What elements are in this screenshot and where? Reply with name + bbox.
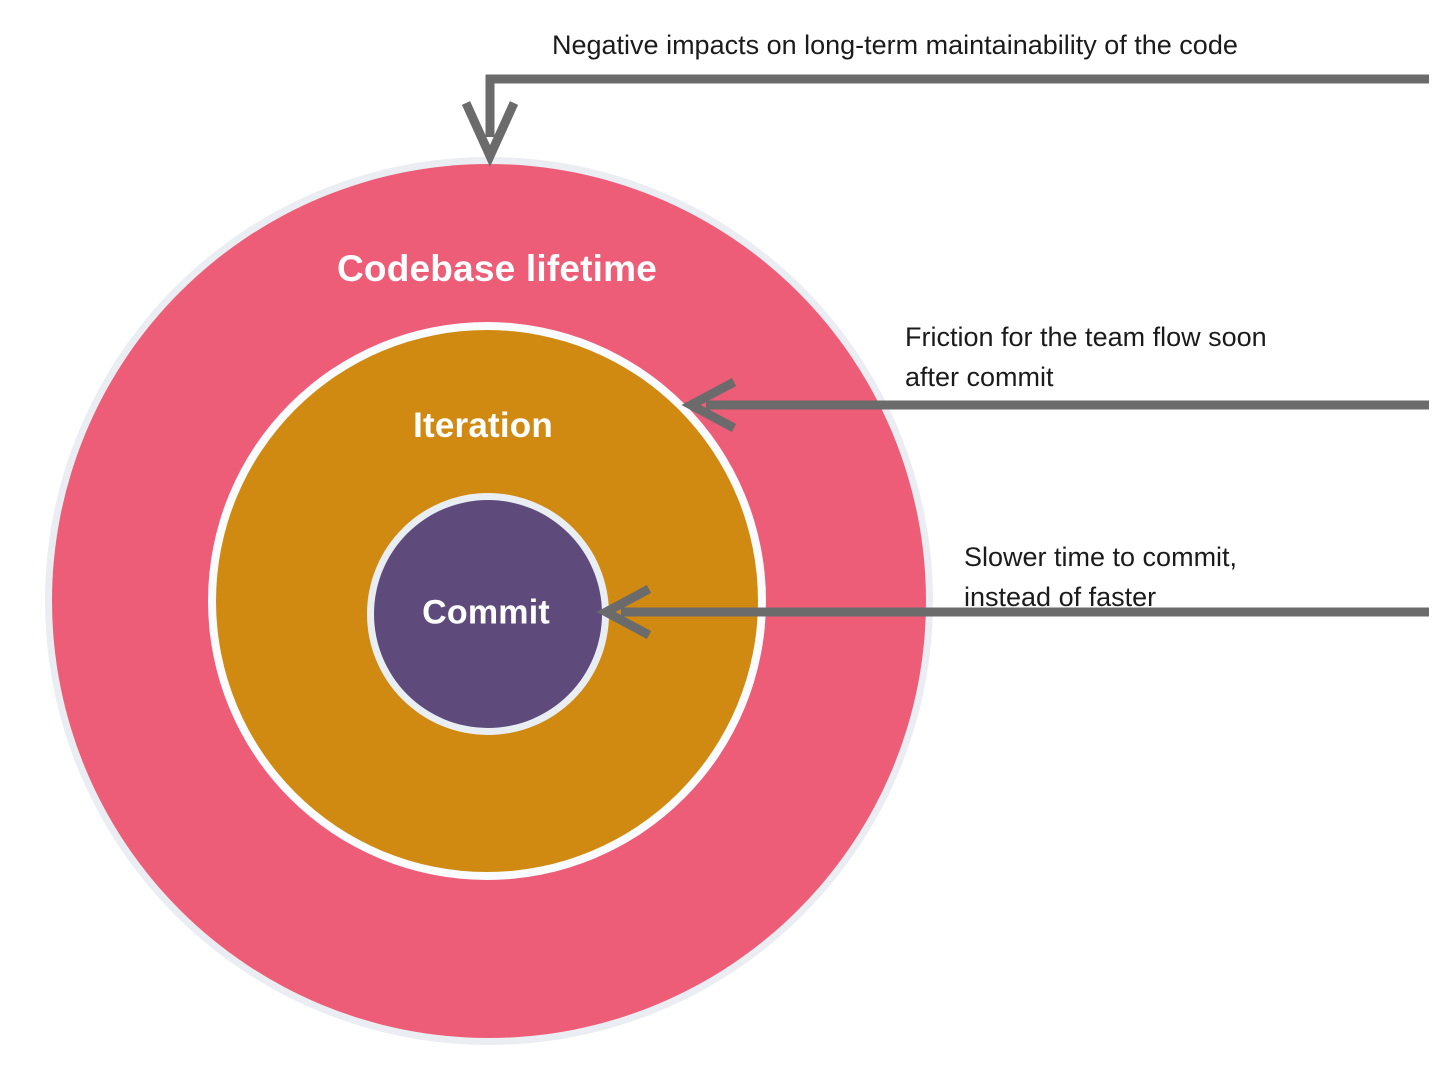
- annotation-slower: Slower time to commit, instead of faster: [964, 537, 1237, 617]
- label-iteration: Iteration: [413, 406, 553, 445]
- arrow-maintainability-shaft: [485, 74, 1429, 137]
- annotation-maintainability-line: Negative impacts on long-term maintainab…: [552, 30, 1238, 60]
- annotation-slower-line-1: Slower time to commit,: [964, 542, 1238, 572]
- annotation-friction: Friction for the team flow soon after co…: [905, 317, 1267, 397]
- label-commit: Commit: [422, 593, 550, 632]
- arrow-slower-head-icon: [596, 585, 652, 639]
- annotation-friction-line-1: Friction for the team flow soon: [905, 322, 1267, 352]
- arrow-maintainability: [461, 74, 1429, 167]
- inner-circle-commit: [374, 500, 602, 728]
- arrow-friction: [681, 378, 1429, 432]
- arrow-friction-head-icon: [681, 378, 737, 432]
- arrow-maintainability-head-icon: [461, 101, 519, 167]
- annotation-friction-line-2: after commit: [905, 362, 1054, 392]
- label-codebase-lifetime: Codebase lifetime: [336, 248, 658, 289]
- annotation-slower-line-2: instead of faster: [964, 582, 1157, 612]
- annotation-maintainability: Negative impacts on long-term maintainab…: [552, 25, 1238, 65]
- arrow-slower: [596, 585, 1429, 639]
